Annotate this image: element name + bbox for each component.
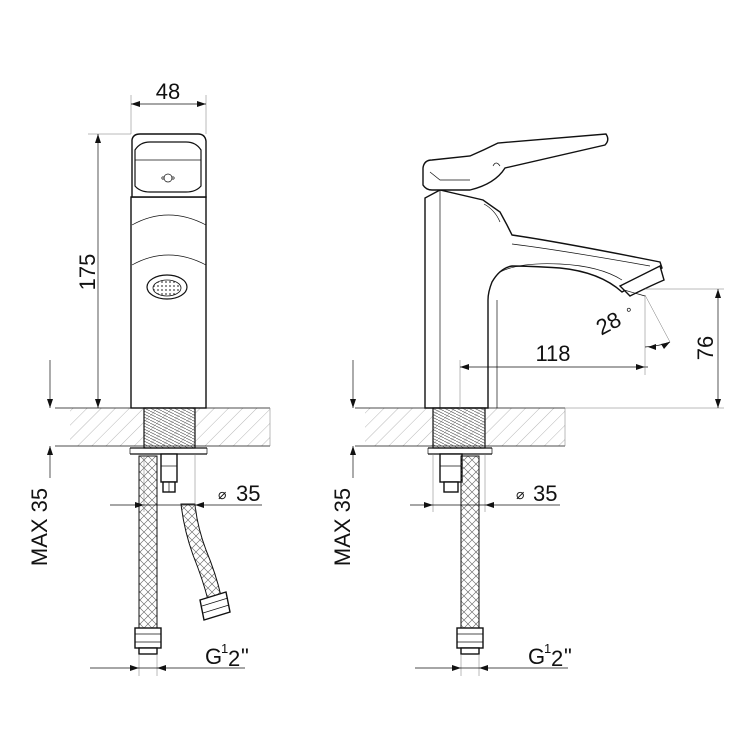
diameter-symbol-side: ⌀ xyxy=(516,486,524,502)
threaded-shank-side xyxy=(427,407,493,493)
height-dimension: 175 xyxy=(75,133,131,408)
connection-suffix-side: " xyxy=(564,644,572,669)
angle-label: 28 xyxy=(592,307,625,341)
connection-suffix-front: " xyxy=(241,644,249,669)
hole-diameter-dimension-side: ⌀ 35 xyxy=(410,454,560,512)
connection-dimension-front: G 1 2 " xyxy=(90,641,249,676)
spout-height-label: 76 xyxy=(693,336,718,360)
connection-prefix-side: G xyxy=(528,644,545,669)
connection-den-front: 2 xyxy=(228,646,240,671)
spout-height-dimension: 76 xyxy=(565,288,724,409)
max-thickness-label-front: MAX 35 xyxy=(27,488,52,566)
faucet-body-side xyxy=(422,133,665,409)
faucet-body-front xyxy=(130,133,207,409)
reach-label: 118 xyxy=(535,341,570,366)
connection-den-side: 2 xyxy=(551,646,563,671)
angle-unit: ° xyxy=(624,304,636,321)
connection-dimension-side: G 1 2 " xyxy=(415,641,572,676)
max-thickness-label-side: MAX 35 xyxy=(330,488,355,566)
hole-diameter-label-front: 35 xyxy=(236,481,260,506)
fixing-stud-front xyxy=(160,453,178,493)
connection-prefix-front: G xyxy=(205,644,222,669)
threaded-shank-front xyxy=(129,407,208,455)
max-thickness-dimension-front: MAX 35 xyxy=(27,360,53,566)
hose-side xyxy=(456,455,484,655)
hoses-front xyxy=(134,455,231,655)
connection-num-front: 1 xyxy=(221,641,228,656)
height-label: 175 xyxy=(75,254,100,291)
max-thickness-dimension-side: MAX 35 xyxy=(330,360,356,566)
width-dimension: 48 xyxy=(130,79,207,134)
hole-diameter-label-side: 35 xyxy=(533,481,557,506)
side-view: 118 76 28 ° MAX 35 xyxy=(330,133,724,676)
front-view: 48 175 MAX 35 ⌀ 35 xyxy=(27,79,271,676)
diameter-symbol-front: ⌀ xyxy=(218,486,226,502)
reach-dimension: 118 xyxy=(459,295,648,408)
width-label: 48 xyxy=(156,79,180,104)
connection-num-side: 1 xyxy=(544,641,551,656)
angle-dimension: 28 ° xyxy=(592,294,671,350)
hole-diameter-dimension-front: ⌀ 35 xyxy=(110,454,262,512)
